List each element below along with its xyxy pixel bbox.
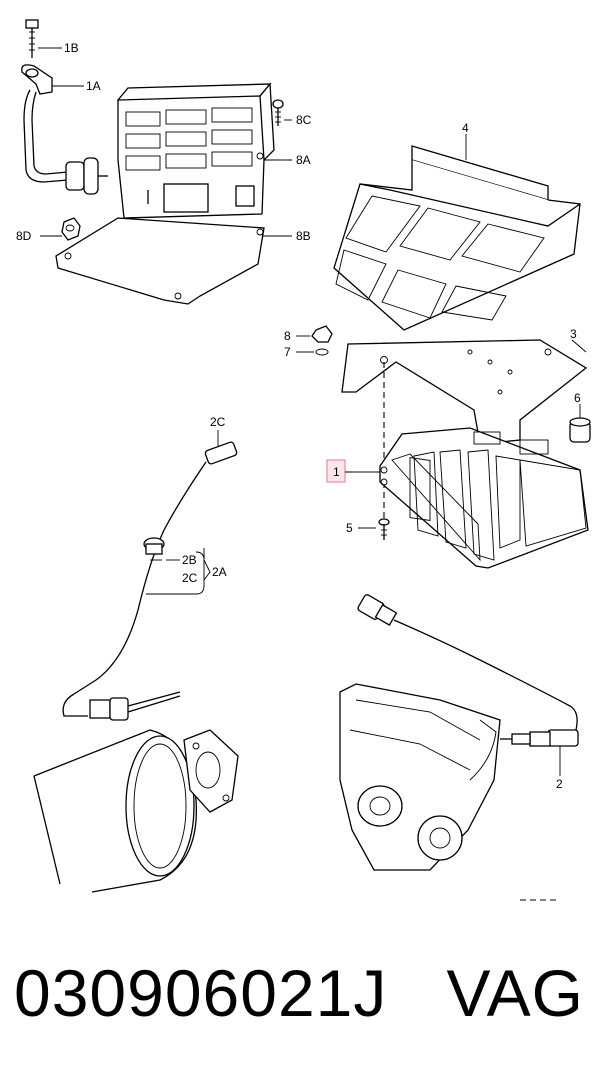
ecu-1-drawing (379, 427, 589, 569)
lambda-plug-drawing (357, 594, 398, 626)
label-8c: 8C (296, 113, 312, 127)
connector-2c-drawing (204, 430, 238, 465)
label-8b: 8B (296, 229, 311, 243)
label-6: 6 (574, 391, 581, 405)
base-plate-drawing (55, 152, 265, 305)
label-1: 1 (333, 465, 340, 479)
label-7: 7 (284, 345, 291, 359)
label-2c: 2C (182, 571, 198, 585)
lambda-probe-body-drawing (500, 729, 579, 776)
label-2b: 2B (182, 553, 197, 567)
ecu-assembly-group (296, 134, 591, 569)
temperature-probe-drawing (89, 691, 181, 721)
exhaust-pipe-drawing (33, 729, 239, 893)
bracket-assembly-group (21, 19, 292, 305)
label-2: 2 (556, 777, 563, 791)
brand-text: VAG (446, 956, 584, 1030)
label-1b: 1B (64, 41, 79, 55)
exhaust-manifold-drawing (339, 683, 560, 901)
screw-5-drawing (358, 518, 390, 540)
label-8d: 8D (16, 229, 32, 243)
lambda-probe-group (339, 594, 579, 901)
clamp-cable-1a-drawing (21, 64, 108, 195)
label-8a: 8A (296, 153, 311, 167)
bolt-1b-drawing (25, 19, 62, 58)
label-1a: 1A (86, 79, 101, 93)
part-number-text: 030906021J (14, 956, 388, 1030)
cover-4-drawing (333, 134, 581, 331)
label-3: 3 (570, 327, 577, 341)
label-2a: 2A (212, 565, 227, 579)
label-5: 5 (346, 521, 353, 535)
callout-labels: 1B 1A 8C 8A 8B 8D 4 3 8 7 6 1 5 2C 2B 2C… (16, 41, 581, 791)
part-1-highlight (326, 459, 346, 483)
label-4: 4 (462, 121, 469, 135)
label-8: 8 (284, 329, 291, 343)
nut-8d-drawing (40, 217, 81, 241)
screw-8c-drawing (272, 99, 292, 126)
nut-8-washer-7-drawing (296, 325, 333, 356)
exploded-parts-diagram: 1B 1A 8C 8A 8B 8D 4 3 8 7 6 1 5 2C 2B 2C… (16, 19, 591, 901)
sensor-cable-group (33, 430, 239, 893)
grommet-2b-drawing (143, 537, 180, 561)
label-2c-top: 2C (210, 415, 226, 429)
relay-housing-drawing (117, 82, 275, 219)
grommet-6-drawing (569, 404, 591, 443)
